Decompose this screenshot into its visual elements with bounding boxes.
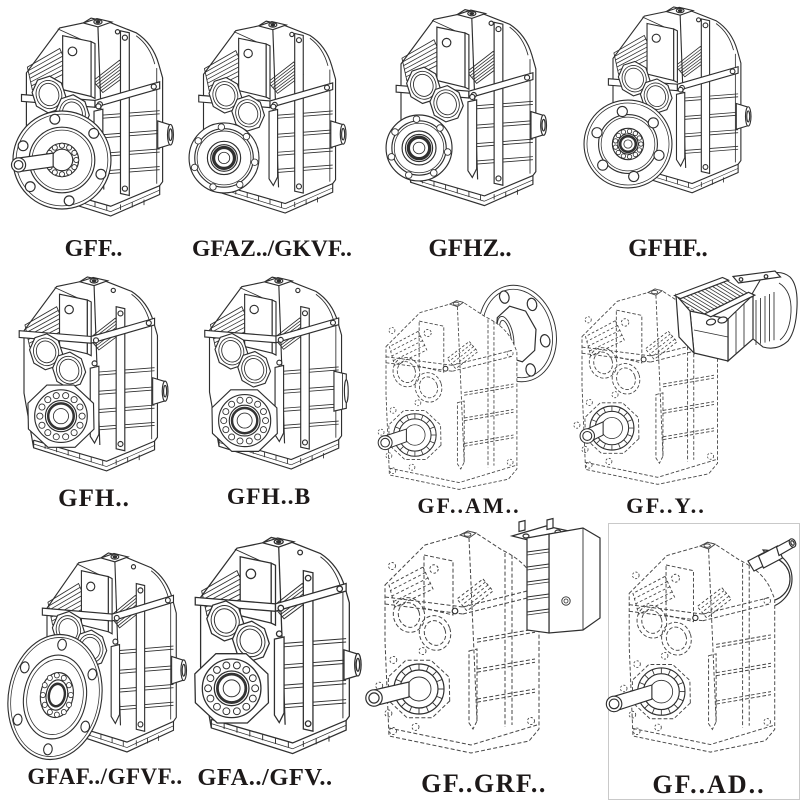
svg-text:GFH..B: GFH..B — [227, 484, 311, 510]
svg-text:GFHF..: GFHF.. — [628, 235, 708, 262]
svg-text:GFA../GFV..: GFA../GFV.. — [197, 764, 332, 791]
svg-text:GFHZ..: GFHZ.. — [428, 235, 511, 262]
svg-text:GF..AM..: GF..AM.. — [417, 493, 520, 518]
svg-text:GF..AD..: GF..AD.. — [652, 770, 765, 799]
svg-text:GFAF../GFVF..: GFAF../GFVF.. — [27, 764, 182, 789]
svg-text:GFAZ../GKVF..: GFAZ../GKVF.. — [192, 236, 352, 262]
svg-text:GF..GRF..: GF..GRF.. — [421, 769, 547, 798]
svg-text:GFF..: GFF.. — [65, 236, 123, 262]
svg-text:GFH..: GFH.. — [58, 485, 130, 512]
svg-text:GF..Y..: GF..Y.. — [626, 493, 706, 518]
